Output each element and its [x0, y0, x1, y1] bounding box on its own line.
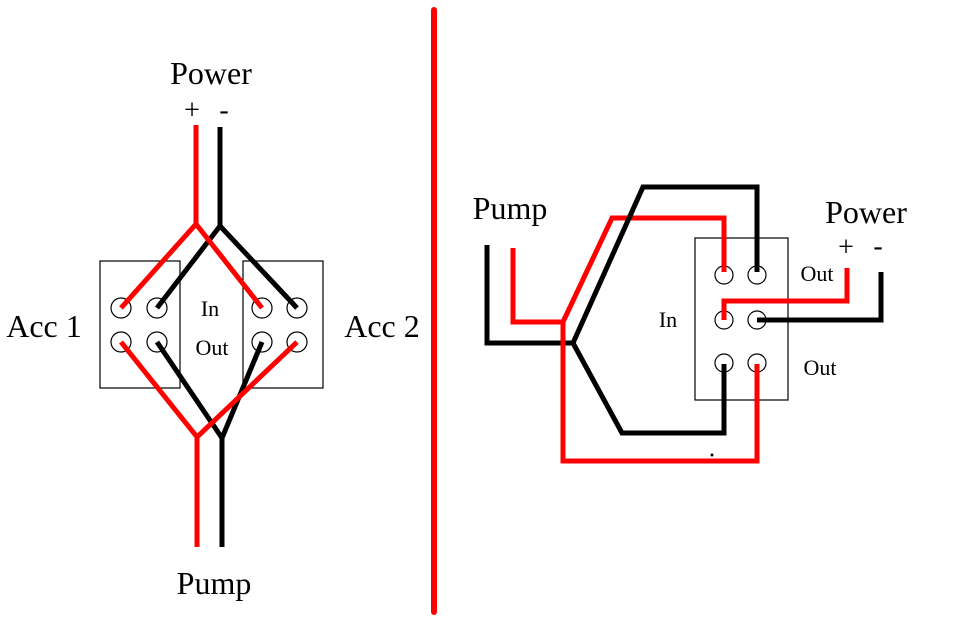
right-in-label: In [659, 307, 677, 332]
acc2-label: Acc 2 [344, 308, 420, 344]
pump-positive-wire-to-out-bottom [560, 322, 760, 464]
acc1-switch-outline [99, 260, 181, 389]
left-power-label: Power [170, 55, 252, 91]
right-power-label: Power [825, 194, 907, 230]
acc2-switch-outline [242, 260, 324, 389]
left-power-minus-label: - [219, 95, 228, 126]
negative-wire-acc2-to-pump [219, 341, 265, 439]
pump-negative-wire-to-out-bottom [570, 341, 727, 436]
power-negative-wire-to-in [757, 272, 884, 323]
left-in-label: In [201, 296, 219, 321]
left-out-label: Out [196, 335, 229, 360]
right-power-minus-label: - [873, 231, 882, 262]
pump-negative-wire-to-out-top [570, 184, 760, 345]
right-power-plus-label: + [838, 232, 854, 263]
acc1-label: Acc 1 [6, 308, 82, 344]
power-positive-wire-to-in [721, 268, 850, 320]
stray-dot [710, 453, 714, 457]
right-out-top-label: Out [801, 261, 834, 286]
left-diagram: Power + - Acc 1 Acc 2 In Out Pump [6, 55, 420, 601]
positive-wire-acc2-to-pump [195, 340, 299, 439]
positive-wire-to-acc2 [194, 222, 264, 310]
pump-negative-wire [484, 245, 573, 346]
right-out-bottom-label: Out [804, 355, 837, 380]
negative-wire-to-acc2 [218, 224, 299, 310]
right-diagram: Pump Power + - In Out Out [473, 184, 907, 464]
left-pump-label: Pump [177, 565, 252, 601]
left-power-plus-label: + [184, 95, 200, 126]
pump-positive-wire-to-out-top [510, 215, 727, 325]
right-pump-label: Pump [473, 190, 548, 226]
